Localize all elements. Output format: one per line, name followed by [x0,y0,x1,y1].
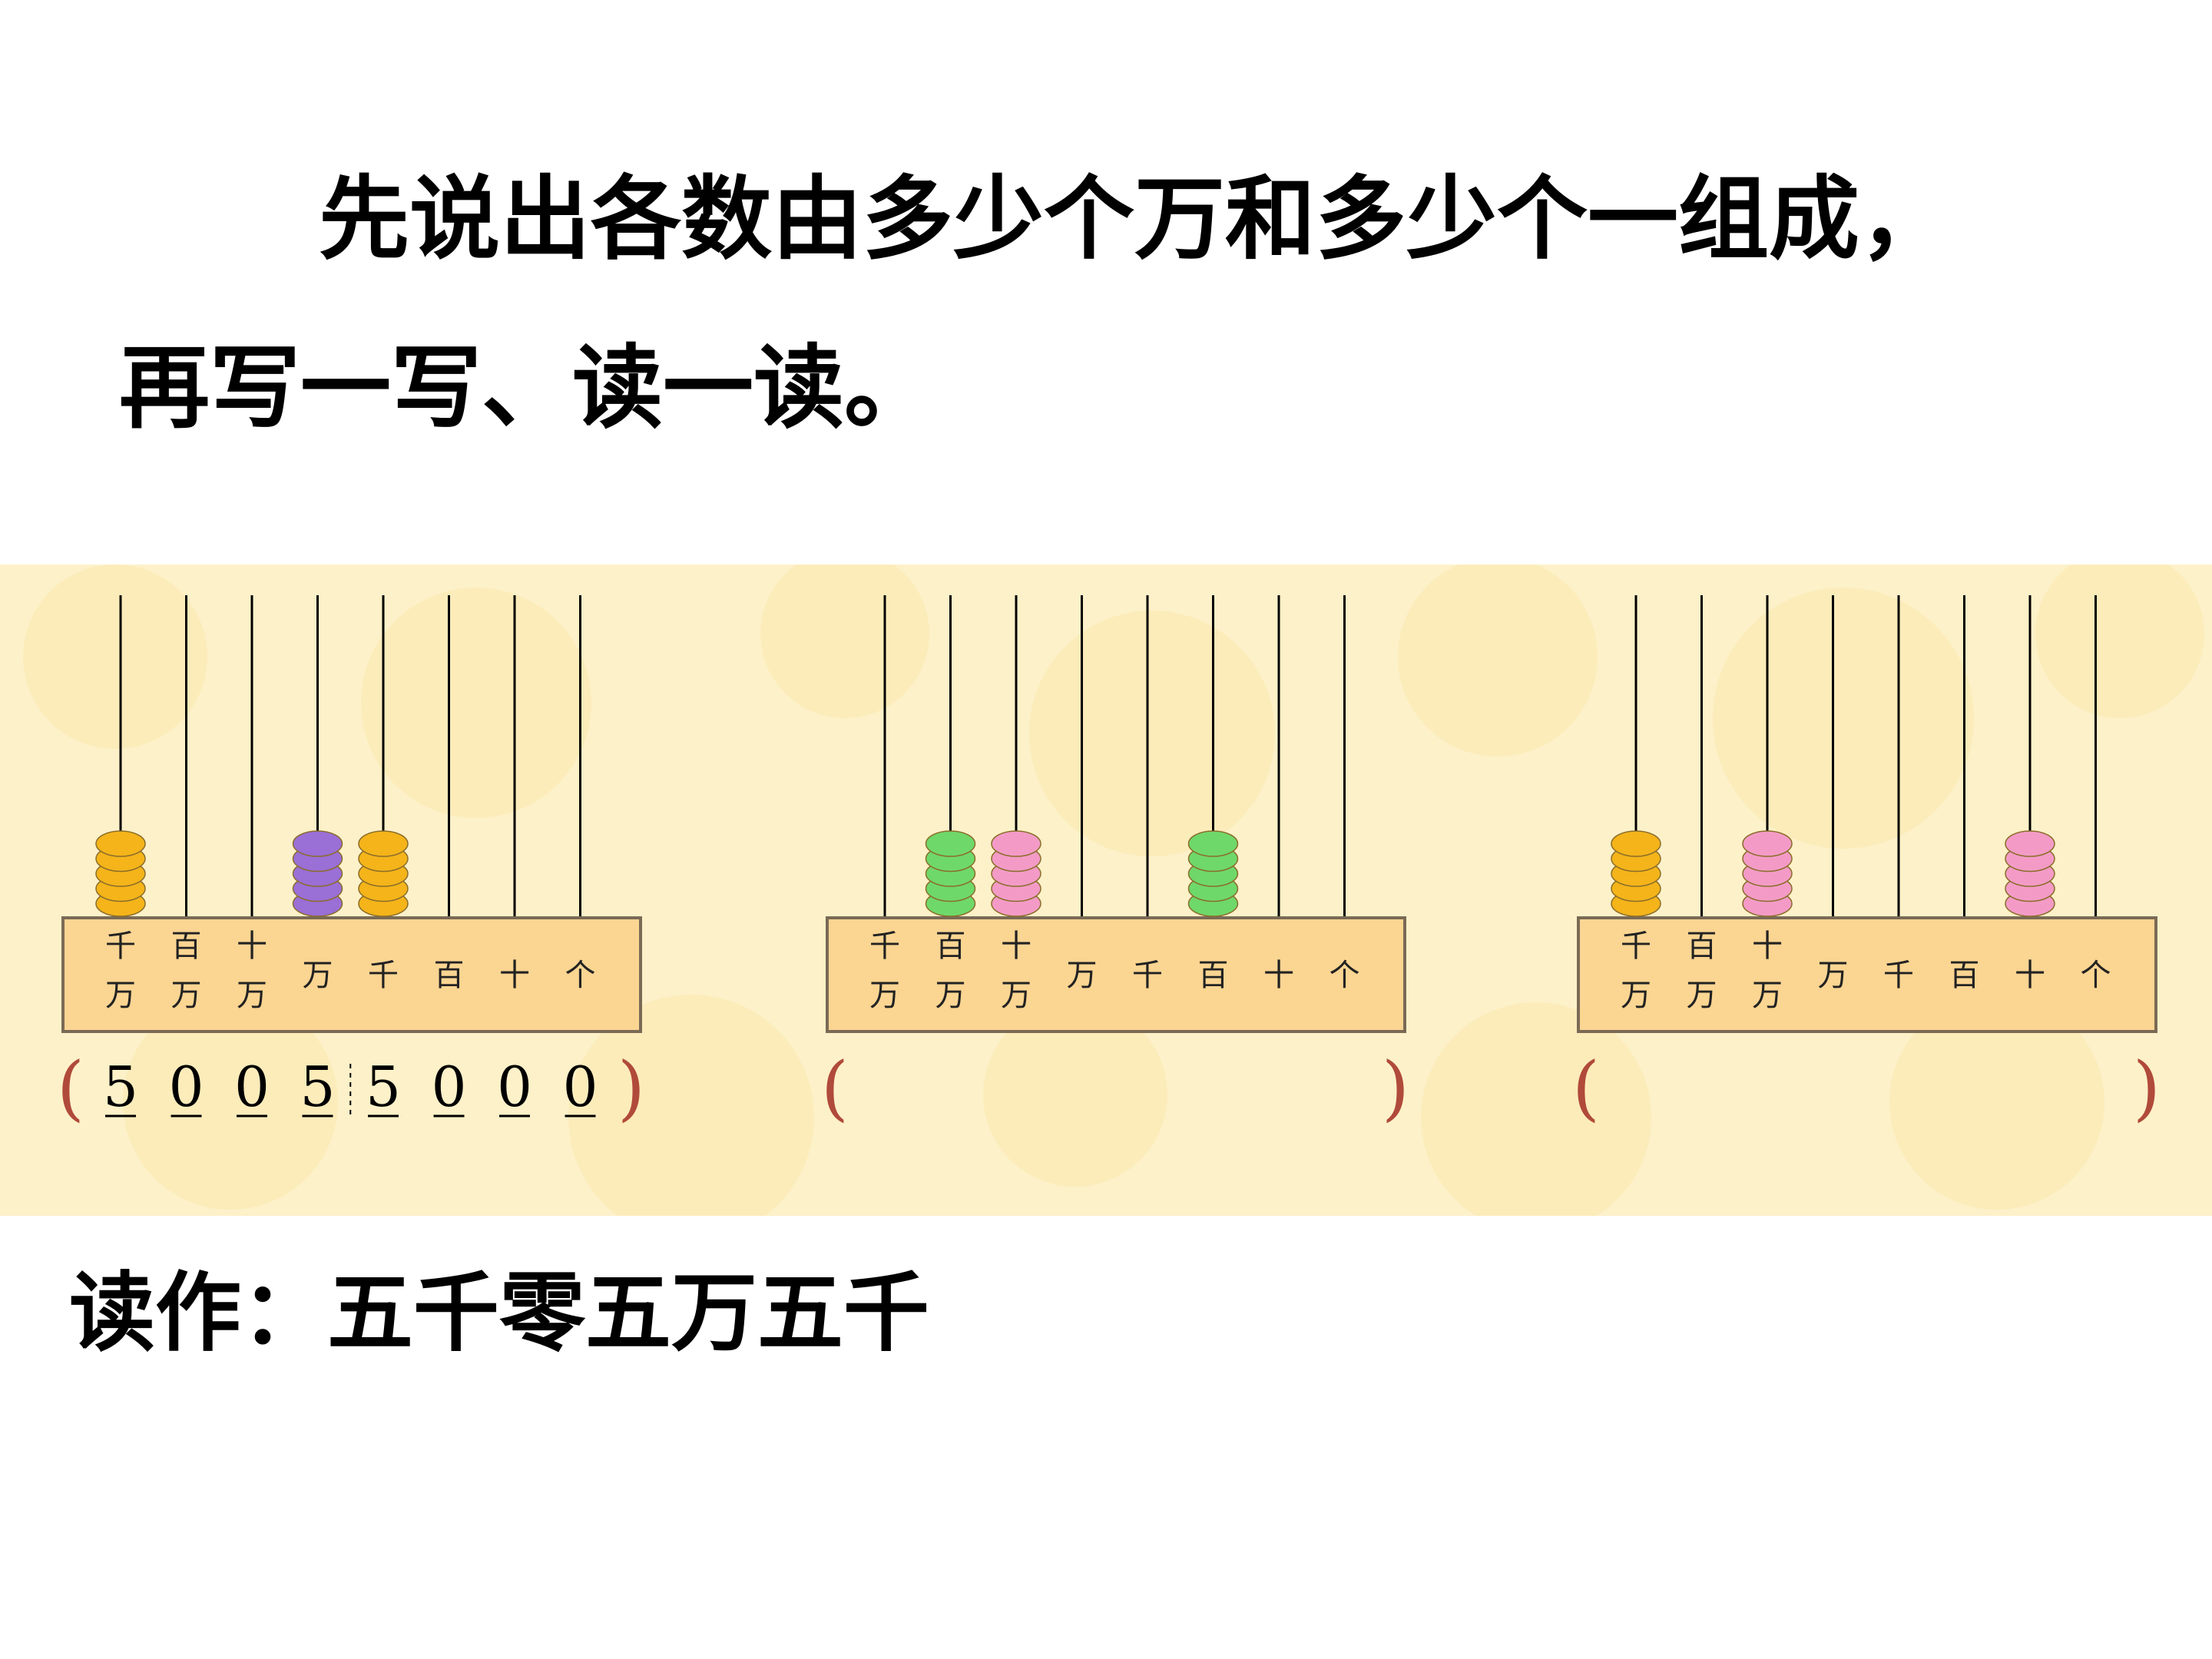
abacus-bead [2005,830,2055,857]
place-label: 千 [105,929,136,964]
background-decoration [1713,588,1974,849]
abacus-bead [925,830,976,857]
written-digit: 0 [563,1055,598,1119]
abacus-bead [95,830,146,857]
paren-open: ( [57,1047,84,1129]
place-label: 万 [1067,958,1098,993]
paren-open: ( [1572,1047,1600,1129]
background-decoration [1889,995,2104,1210]
background-decoration [1398,565,1598,757]
written-digit: 5 [103,1055,138,1119]
place-label: 千 [869,929,900,964]
background-decoration [123,995,338,1210]
place-label: 百 [1687,929,1717,964]
written-digit: 5 [366,1055,401,1119]
place-label: 万 [105,978,136,1013]
place-label: 百 [1198,958,1229,993]
paren-close: ) [2133,1047,2161,1129]
paren-open: ( [821,1047,849,1129]
abacus-bead [1742,830,1793,857]
background-decoration [1421,1002,1651,1216]
place-label: 万 [171,978,202,1013]
place-label: 十 [1752,929,1783,964]
background-decoration [361,588,591,818]
instruction-line-1: 先说出各数由多少个万和多少个一组成， [319,166,1951,272]
place-label: 个 [1330,958,1360,993]
abacus-frame [61,916,642,1033]
place-label: 千 [1621,929,1651,964]
place-label: 万 [1752,978,1783,1013]
abacus-bead [1187,830,1239,857]
abacus-bead [1611,830,1661,857]
place-label: 百 [1949,958,1980,993]
place-label: 个 [565,958,596,993]
abacus-frame [1577,916,2157,1033]
background-decoration [568,995,814,1216]
background-decoration [1029,611,1275,856]
place-label: 百 [434,958,465,993]
place-label: 十 [499,958,530,993]
instruction-line-2: 再写一写、读一读。 [119,335,935,441]
abacus-2: 千万百万十万万千百十个() [821,595,1409,1129]
written-digit: 0 [432,1055,467,1119]
place-label: 十 [1001,929,1031,964]
background-decoration [983,1002,1167,1187]
place-label: 百 [935,929,966,964]
place-label: 万 [1687,978,1717,1013]
place-label: 万 [1621,978,1651,1013]
place-label: 千 [1132,958,1163,993]
place-label: 十 [237,929,267,964]
written-digit: 0 [497,1055,532,1119]
place-label: 万 [869,978,900,1013]
background-decoration [2035,565,2204,718]
place-label: 个 [2081,958,2111,993]
abacus-3: 千万百万十万万千百十个() [1572,595,2161,1129]
place-label: 万 [935,978,966,1013]
abacus-bead [292,830,343,857]
paren-close: ) [1382,1047,1409,1129]
abacus-bead [991,830,1041,857]
written-digit: 0 [234,1055,270,1119]
place-label: 万 [303,958,333,993]
background-decoration [23,565,207,749]
abacus-bead [358,830,409,857]
place-label: 十 [2015,958,2045,993]
reading-answer: 读作：五千零五万五千 [69,1263,929,1363]
paren-close: ) [618,1047,645,1129]
written-digit: 0 [169,1055,204,1119]
place-label: 十 [1263,958,1294,993]
written-digit: 5 [300,1055,336,1119]
place-label: 千 [368,958,399,993]
place-label: 万 [1818,958,1849,993]
abacus-frame [826,916,1406,1033]
place-label: 百 [171,929,202,964]
place-label: 万 [1001,978,1031,1013]
place-label: 万 [237,978,267,1013]
place-label: 千 [1883,958,1914,993]
background-decoration [760,565,929,718]
